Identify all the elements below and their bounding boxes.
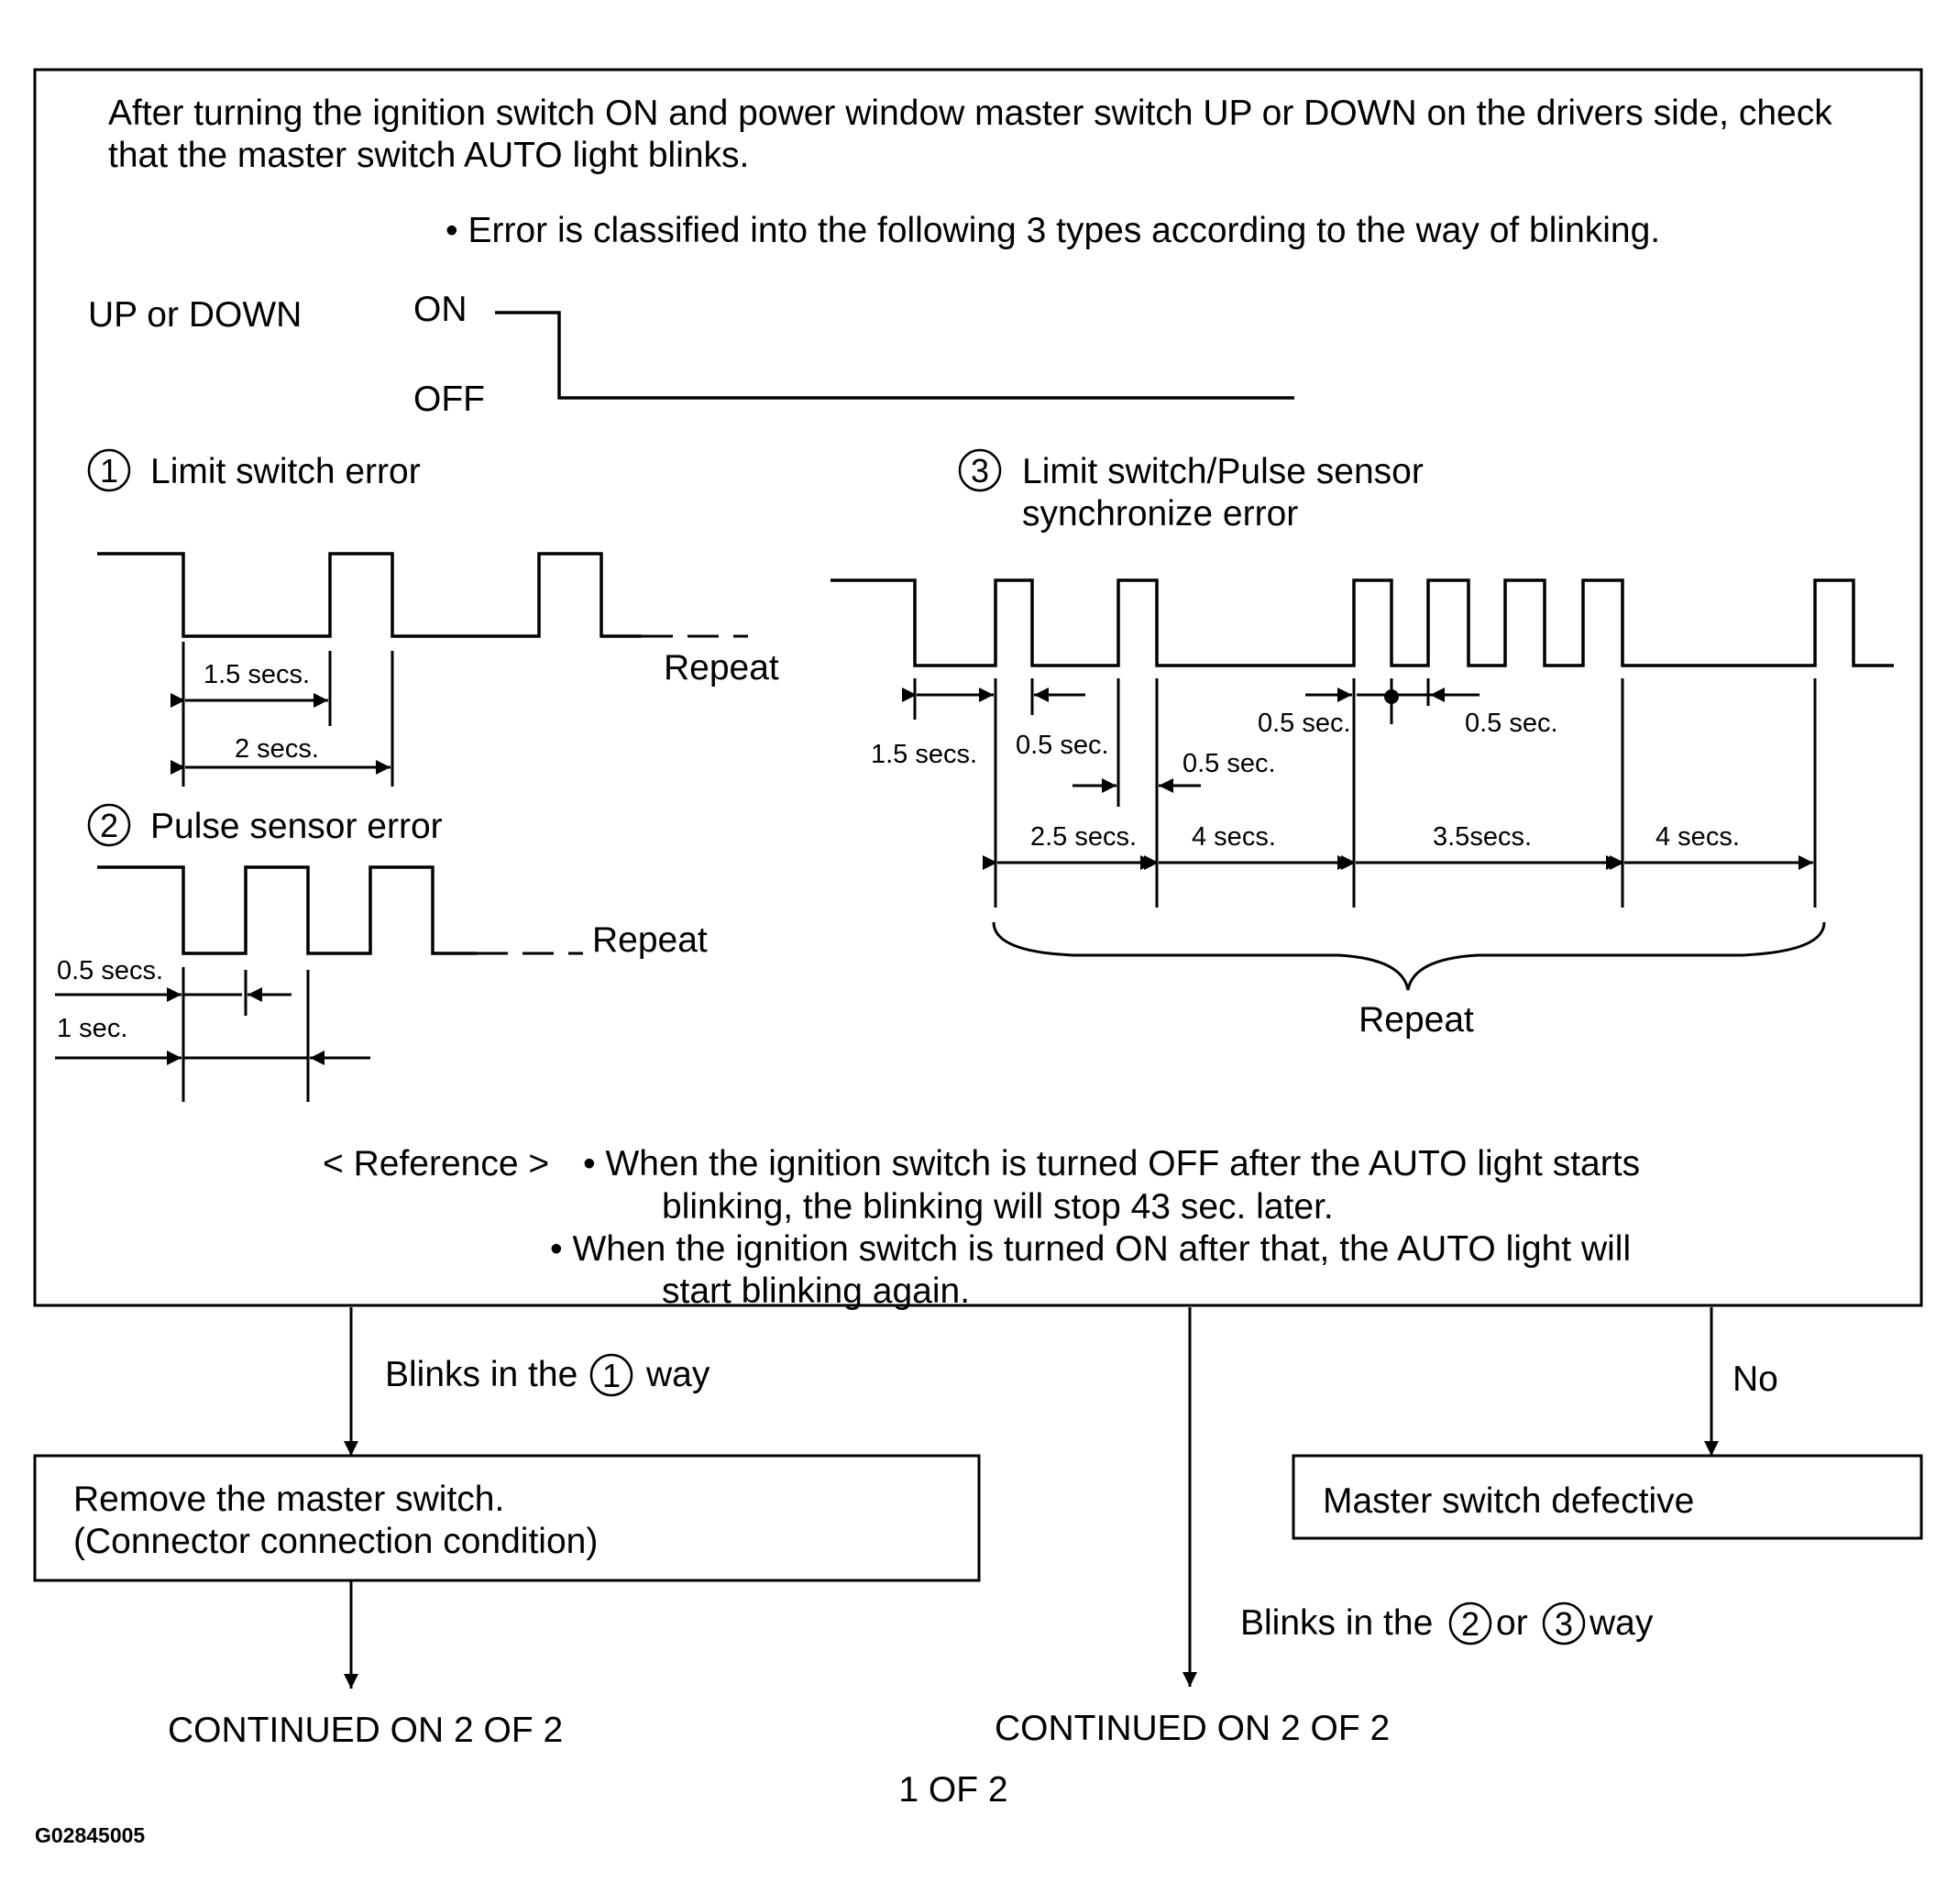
error3-dot <box>1384 689 1399 704</box>
error3-interval-1-5: 1.5 secs. <box>871 740 977 769</box>
remove-switch-line1: Remove the master switch. <box>73 1480 504 1519</box>
error3-interval-0-5-c: 0.5 sec. <box>1258 709 1351 738</box>
error3-title-line-1: Limit switch/Pulse sensor <box>1022 452 1424 491</box>
error1-title: Limit switch error <box>150 452 421 491</box>
error1-repeat: Repeat <box>664 648 779 688</box>
error3-interval-4-a: 4 secs. <box>1192 822 1276 852</box>
branch-no-label: No <box>1732 1359 1778 1399</box>
error3-number-circle <box>958 448 1002 492</box>
error3-title-line-2: synchronize error <box>1022 494 1298 534</box>
error2-interval-half: 0.5 secs. <box>57 956 163 985</box>
branch-ways23-num-a: 2 <box>1461 1605 1480 1643</box>
switch-off-label: OFF <box>413 380 485 419</box>
check-box <box>33 68 1923 1307</box>
branch-way1-prefix: Blinks in the <box>385 1355 578 1394</box>
instruction-line-2: that the master switch AUTO light blinks… <box>108 136 749 175</box>
error1-number: 1 <box>100 452 118 490</box>
figure-id: G02845005 <box>35 1823 145 1847</box>
error2-title: Pulse sensor error <box>150 807 443 846</box>
error3-interval-0-5-d: 0.5 sec. <box>1465 709 1558 738</box>
reference-label: < Reference > <box>323 1144 549 1183</box>
page-label: 1 OF 2 <box>898 1770 1007 1810</box>
continued-right: CONTINUED ON 2 OF 2 <box>995 1709 1390 1748</box>
error3-interval-2-5: 2.5 secs. <box>1030 822 1137 852</box>
continued-left: CONTINUED ON 2 OF 2 <box>168 1711 563 1750</box>
error3-repeat: Repeat <box>1358 1000 1474 1040</box>
reference-bullet1-line2: blinking, the blinking will stop 43 sec.… <box>662 1187 1334 1227</box>
error1-interval-low: 1.5 secs. <box>204 660 310 689</box>
switch-on-label: ON <box>413 290 468 329</box>
error2-number: 2 <box>100 807 118 844</box>
error3-interval-3-5: 3.5secs. <box>1433 822 1532 852</box>
remove-switch-box <box>33 1454 981 1582</box>
reference-bullet2-line2: start blinking again. <box>662 1271 970 1311</box>
error3-repeat-brace <box>992 921 1826 991</box>
branch-ways23-prefix: Blinks in the <box>1240 1603 1433 1643</box>
branch-way1-suffix: way <box>645 1355 710 1394</box>
classification-note: • Error is classified into the following… <box>446 211 1660 250</box>
switch-waveform <box>495 311 1294 400</box>
remove-switch-line2: (Connector connection condition) <box>73 1522 598 1561</box>
error3-interval-0-5-a: 0.5 sec. <box>1016 731 1109 760</box>
error1-number-circle <box>87 448 131 492</box>
branch-way1-circle <box>589 1353 633 1397</box>
error3-interval-0-5-b: 0.5 sec. <box>1182 749 1276 778</box>
reference-bullet2-line1: • When the ignition switch is turned ON … <box>550 1229 1631 1269</box>
branch-way1-num: 1 <box>602 1357 621 1394</box>
defective-label: Master switch defective <box>1323 1481 1694 1521</box>
error2-number-circle <box>87 803 131 847</box>
error3-interval-4-b: 4 secs. <box>1656 822 1740 852</box>
switch-label: UP or DOWN <box>88 295 302 335</box>
error3-waveform <box>830 578 1894 667</box>
error1-interval-period: 2 secs. <box>235 734 319 764</box>
error1-waveform <box>97 552 642 638</box>
error2-waveform <box>97 865 477 955</box>
branch-ways23-suffix: way <box>1589 1603 1654 1643</box>
error3-number: 3 <box>971 452 989 490</box>
error2-interval-period: 1 sec. <box>57 1014 127 1043</box>
instruction-line-1: After turning the ignition switch ON and… <box>108 94 1832 133</box>
branch-ways23-circle-b <box>1542 1601 1586 1645</box>
branch-ways23-or: or <box>1496 1603 1528 1643</box>
branch-ways23-circle-a <box>1448 1601 1492 1645</box>
defective-box <box>1292 1454 1923 1540</box>
reference-bullet1-line1: • When the ignition switch is turned OFF… <box>583 1144 1640 1183</box>
error2-repeat: Repeat <box>592 920 708 960</box>
branch-ways23-num-b: 3 <box>1555 1605 1573 1643</box>
